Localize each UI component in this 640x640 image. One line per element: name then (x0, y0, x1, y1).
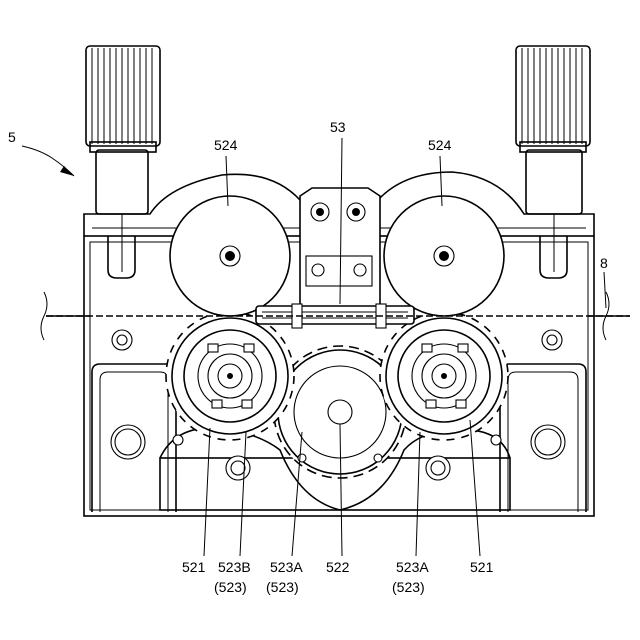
label-feed-roller-left: 521 (182, 559, 206, 575)
left-knurled-knob (86, 46, 160, 152)
label-drive-gear: 522 (326, 559, 350, 575)
left-feed-roller-521 (184, 330, 276, 422)
label-feed-roller-right: 521 (470, 559, 494, 575)
right-feed-roller-521 (398, 330, 490, 422)
label-gear-left: 523B (218, 559, 251, 575)
label-unit-5: 5 (8, 129, 16, 145)
right-pressure-roller-524 (384, 196, 504, 316)
left-pressure-roller-524 (170, 196, 290, 316)
label-arm-hinge-53: 53 (330, 119, 346, 135)
right-tension-lever (526, 150, 582, 278)
label-gear-left-group: (523) (214, 579, 247, 595)
left-tension-lever (96, 150, 148, 278)
label-pressure-roller-right: 524 (428, 137, 452, 153)
label-pressure-roller-left: 524 (214, 137, 238, 153)
label-wire-8: 8 (600, 255, 608, 271)
label-gear-right-group: (523) (392, 579, 425, 595)
label-gear-right: 523A (396, 559, 429, 575)
right-knurled-knob (516, 46, 590, 152)
label-gear-mid-group: (523) (266, 579, 299, 595)
label-gear-mid: 523A (270, 559, 303, 575)
